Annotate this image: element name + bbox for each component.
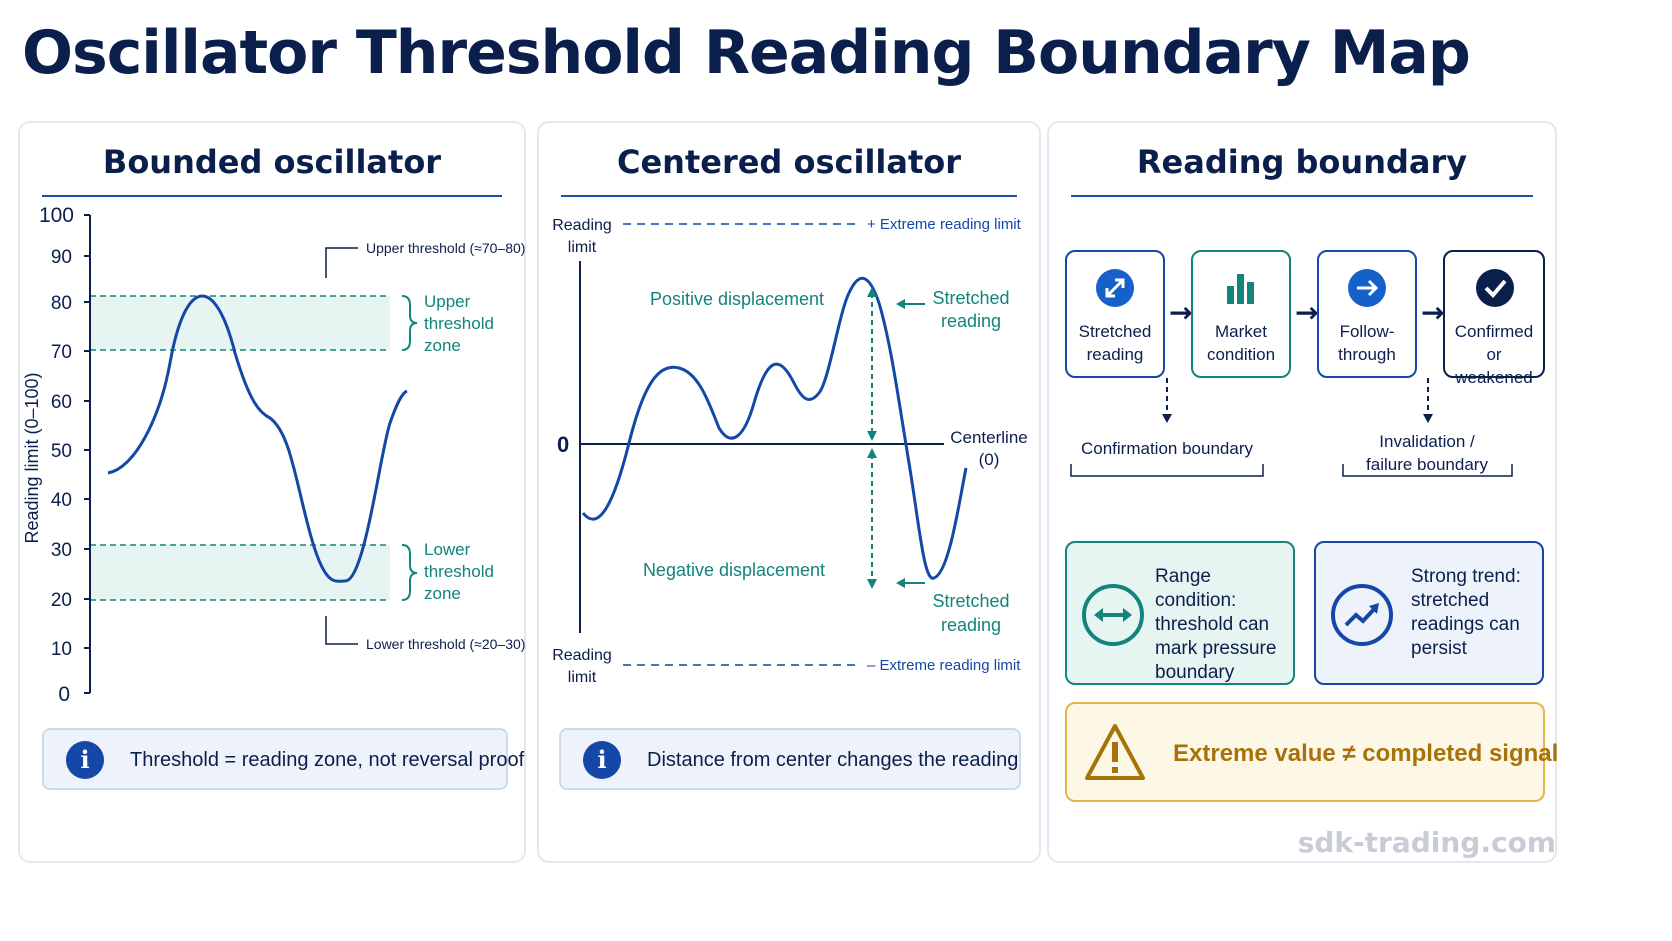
- info-icon: i: [66, 741, 104, 779]
- negative-arrowhead-top: [867, 448, 877, 458]
- y-tick-0: 0: [58, 683, 70, 706]
- y-tick-30: 30: [51, 540, 72, 561]
- y-axis-ticks: [84, 214, 90, 694]
- range-condition-card: Range condition: threshold can mark pres…: [1065, 541, 1295, 685]
- oscillator-line: [581, 276, 968, 580]
- panel-heading: Centered oscillator: [616, 143, 962, 181]
- diagonal-arrows-icon: [1096, 269, 1134, 307]
- upper-threshold-label: Upper threshold (≈70–80): [366, 240, 525, 256]
- step-stretched-reading: Stretched reading: [1065, 250, 1165, 378]
- trend-up-icon: [1331, 584, 1393, 646]
- warning-box: Extreme value ≠ completed signal: [1065, 702, 1558, 802]
- invalidation-boundary-label: Invalidation / failure boundary: [1366, 432, 1488, 474]
- range-condition-text: Range condition: threshold can mark pres…: [1155, 566, 1277, 683]
- centered-oscillator-chart: Reading limit + Extreme reading limit 0 …: [552, 216, 1028, 686]
- reading-limit-top-line1: Reading: [552, 217, 612, 234]
- lower-zone-brace: [401, 544, 418, 601]
- oscillator-line: [107, 294, 408, 583]
- reading-limit-bottom-line2: limit: [568, 669, 597, 686]
- step-label: Confirmed or weakened: [1454, 322, 1534, 387]
- footer-watermark: sdk-trading.com: [1297, 826, 1556, 859]
- panel-heading: Reading boundary: [1136, 143, 1468, 181]
- flow-arrow-1: →: [1169, 296, 1193, 329]
- heading-rule: [561, 195, 1017, 197]
- flow-arrow-3: →: [1421, 296, 1445, 329]
- boundary-connectors: [1070, 378, 1513, 477]
- warning-text: Extreme value ≠ completed signal: [1173, 740, 1559, 767]
- bar-chart-icon: [1227, 274, 1254, 304]
- stretched-bottom-arrowhead: [896, 578, 905, 588]
- distance-info-box: i Distance from center changes the readi…: [559, 728, 1021, 790]
- upper-threshold-leader: [325, 247, 358, 278]
- info-text: Distance from center changes the reading: [647, 749, 1019, 771]
- lower-threshold-zone: [90, 545, 390, 600]
- upper-extreme-label: + Extreme reading limit: [867, 216, 1022, 233]
- flow-arrow-2: →: [1295, 296, 1319, 329]
- y-tick-90: 90: [51, 247, 72, 268]
- y-axis-label: Reading limit (0–100): [22, 372, 42, 543]
- positive-arrowhead-bottom: [867, 431, 877, 441]
- centered-oscillator-panel: Centered oscillator Reading limit + Extr…: [537, 121, 1041, 863]
- step-label: Market condition: [1206, 322, 1276, 364]
- stretched-bottom-line1: Stretched: [932, 591, 1009, 611]
- reading-limit-bottom-line1: Reading: [552, 647, 612, 664]
- panel-heading: Bounded oscillator: [102, 143, 442, 181]
- bounded-oscillator-panel: Bounded oscillator 100 90 80 70 60 50 40: [18, 121, 526, 863]
- centerline-label-line1: Centerline: [950, 428, 1028, 447]
- strong-trend-card: Strong trend: stretched readings can per…: [1314, 541, 1544, 685]
- zero-label: 0: [557, 432, 569, 457]
- step-market-condition: Market condition: [1191, 250, 1291, 378]
- info-icon: i: [583, 741, 621, 779]
- y-tick-50: 50: [51, 441, 72, 462]
- reading-boundary-panel: Reading boundary Stretched reading → Mar…: [1047, 121, 1558, 863]
- stretched-bottom-line2: reading: [941, 615, 1001, 635]
- y-tick-20: 20: [51, 590, 72, 611]
- upper-threshold-zone: [90, 296, 390, 350]
- lower-threshold-leader: [325, 616, 358, 645]
- step-label: Stretched reading: [1078, 322, 1152, 364]
- upper-zone-brace: [401, 295, 418, 351]
- checkmark-icon: [1476, 269, 1514, 307]
- bounded-oscillator-chart: 100 90 80 70 60 50 40 30 20 10 0 Reading…: [22, 204, 525, 706]
- horizontal-arrows-icon: [1082, 584, 1144, 646]
- strong-trend-text: Strong trend: stretched readings can per…: [1411, 566, 1521, 659]
- upper-zone-label-line3: zone: [424, 336, 461, 355]
- stretched-top-arrowhead: [896, 299, 905, 309]
- negative-arrowhead-bottom: [867, 579, 877, 589]
- confirmation-boundary-label: Confirmation boundary: [1081, 439, 1253, 458]
- warning-triangle-icon: [1085, 724, 1145, 780]
- heading-rule: [42, 195, 502, 197]
- reading-limit-top-line2: limit: [568, 239, 597, 256]
- positive-arrowhead-top: [867, 287, 877, 297]
- page-title: Oscillator Threshold Reading Boundary Ma…: [22, 18, 1471, 88]
- heading-rule: [1071, 195, 1533, 197]
- y-tick-40: 40: [51, 490, 72, 511]
- positive-displacement-label: Positive displacement: [650, 289, 824, 309]
- stretched-top-line1: Stretched: [932, 288, 1009, 308]
- lower-extreme-label: – Extreme reading limit: [867, 657, 1021, 674]
- upper-zone-label-line1: Upper: [424, 292, 471, 311]
- y-tick-10: 10: [51, 639, 72, 660]
- lower-threshold-label: Lower threshold (≈20–30): [366, 636, 525, 652]
- info-text: Threshold = reading zone, not reversal p…: [130, 749, 525, 771]
- y-tick-80: 80: [51, 293, 72, 314]
- threshold-info-box: i Threshold = reading zone, not reversal…: [42, 728, 524, 790]
- upper-zone-label-line2: threshold: [424, 314, 494, 333]
- stretched-top-line2: reading: [941, 311, 1001, 331]
- lower-zone-label-line3: zone: [424, 584, 461, 603]
- negative-displacement-label: Negative displacement: [643, 560, 825, 580]
- lower-zone-label-line1: Lower: [424, 540, 471, 559]
- y-tick-60: 60: [51, 392, 72, 413]
- y-tick-100: 100: [39, 204, 74, 227]
- lower-zone-label-line2: threshold: [424, 562, 494, 581]
- step-follow-through: Follow- through: [1317, 250, 1417, 378]
- y-tick-70: 70: [51, 342, 72, 363]
- centerline-label-line2: (0): [979, 450, 1000, 469]
- step-label: Follow- through: [1338, 322, 1396, 364]
- step-confirmed-or-weakened: Confirmed or weakened: [1443, 250, 1545, 387]
- arrow-right-icon: [1348, 269, 1386, 307]
